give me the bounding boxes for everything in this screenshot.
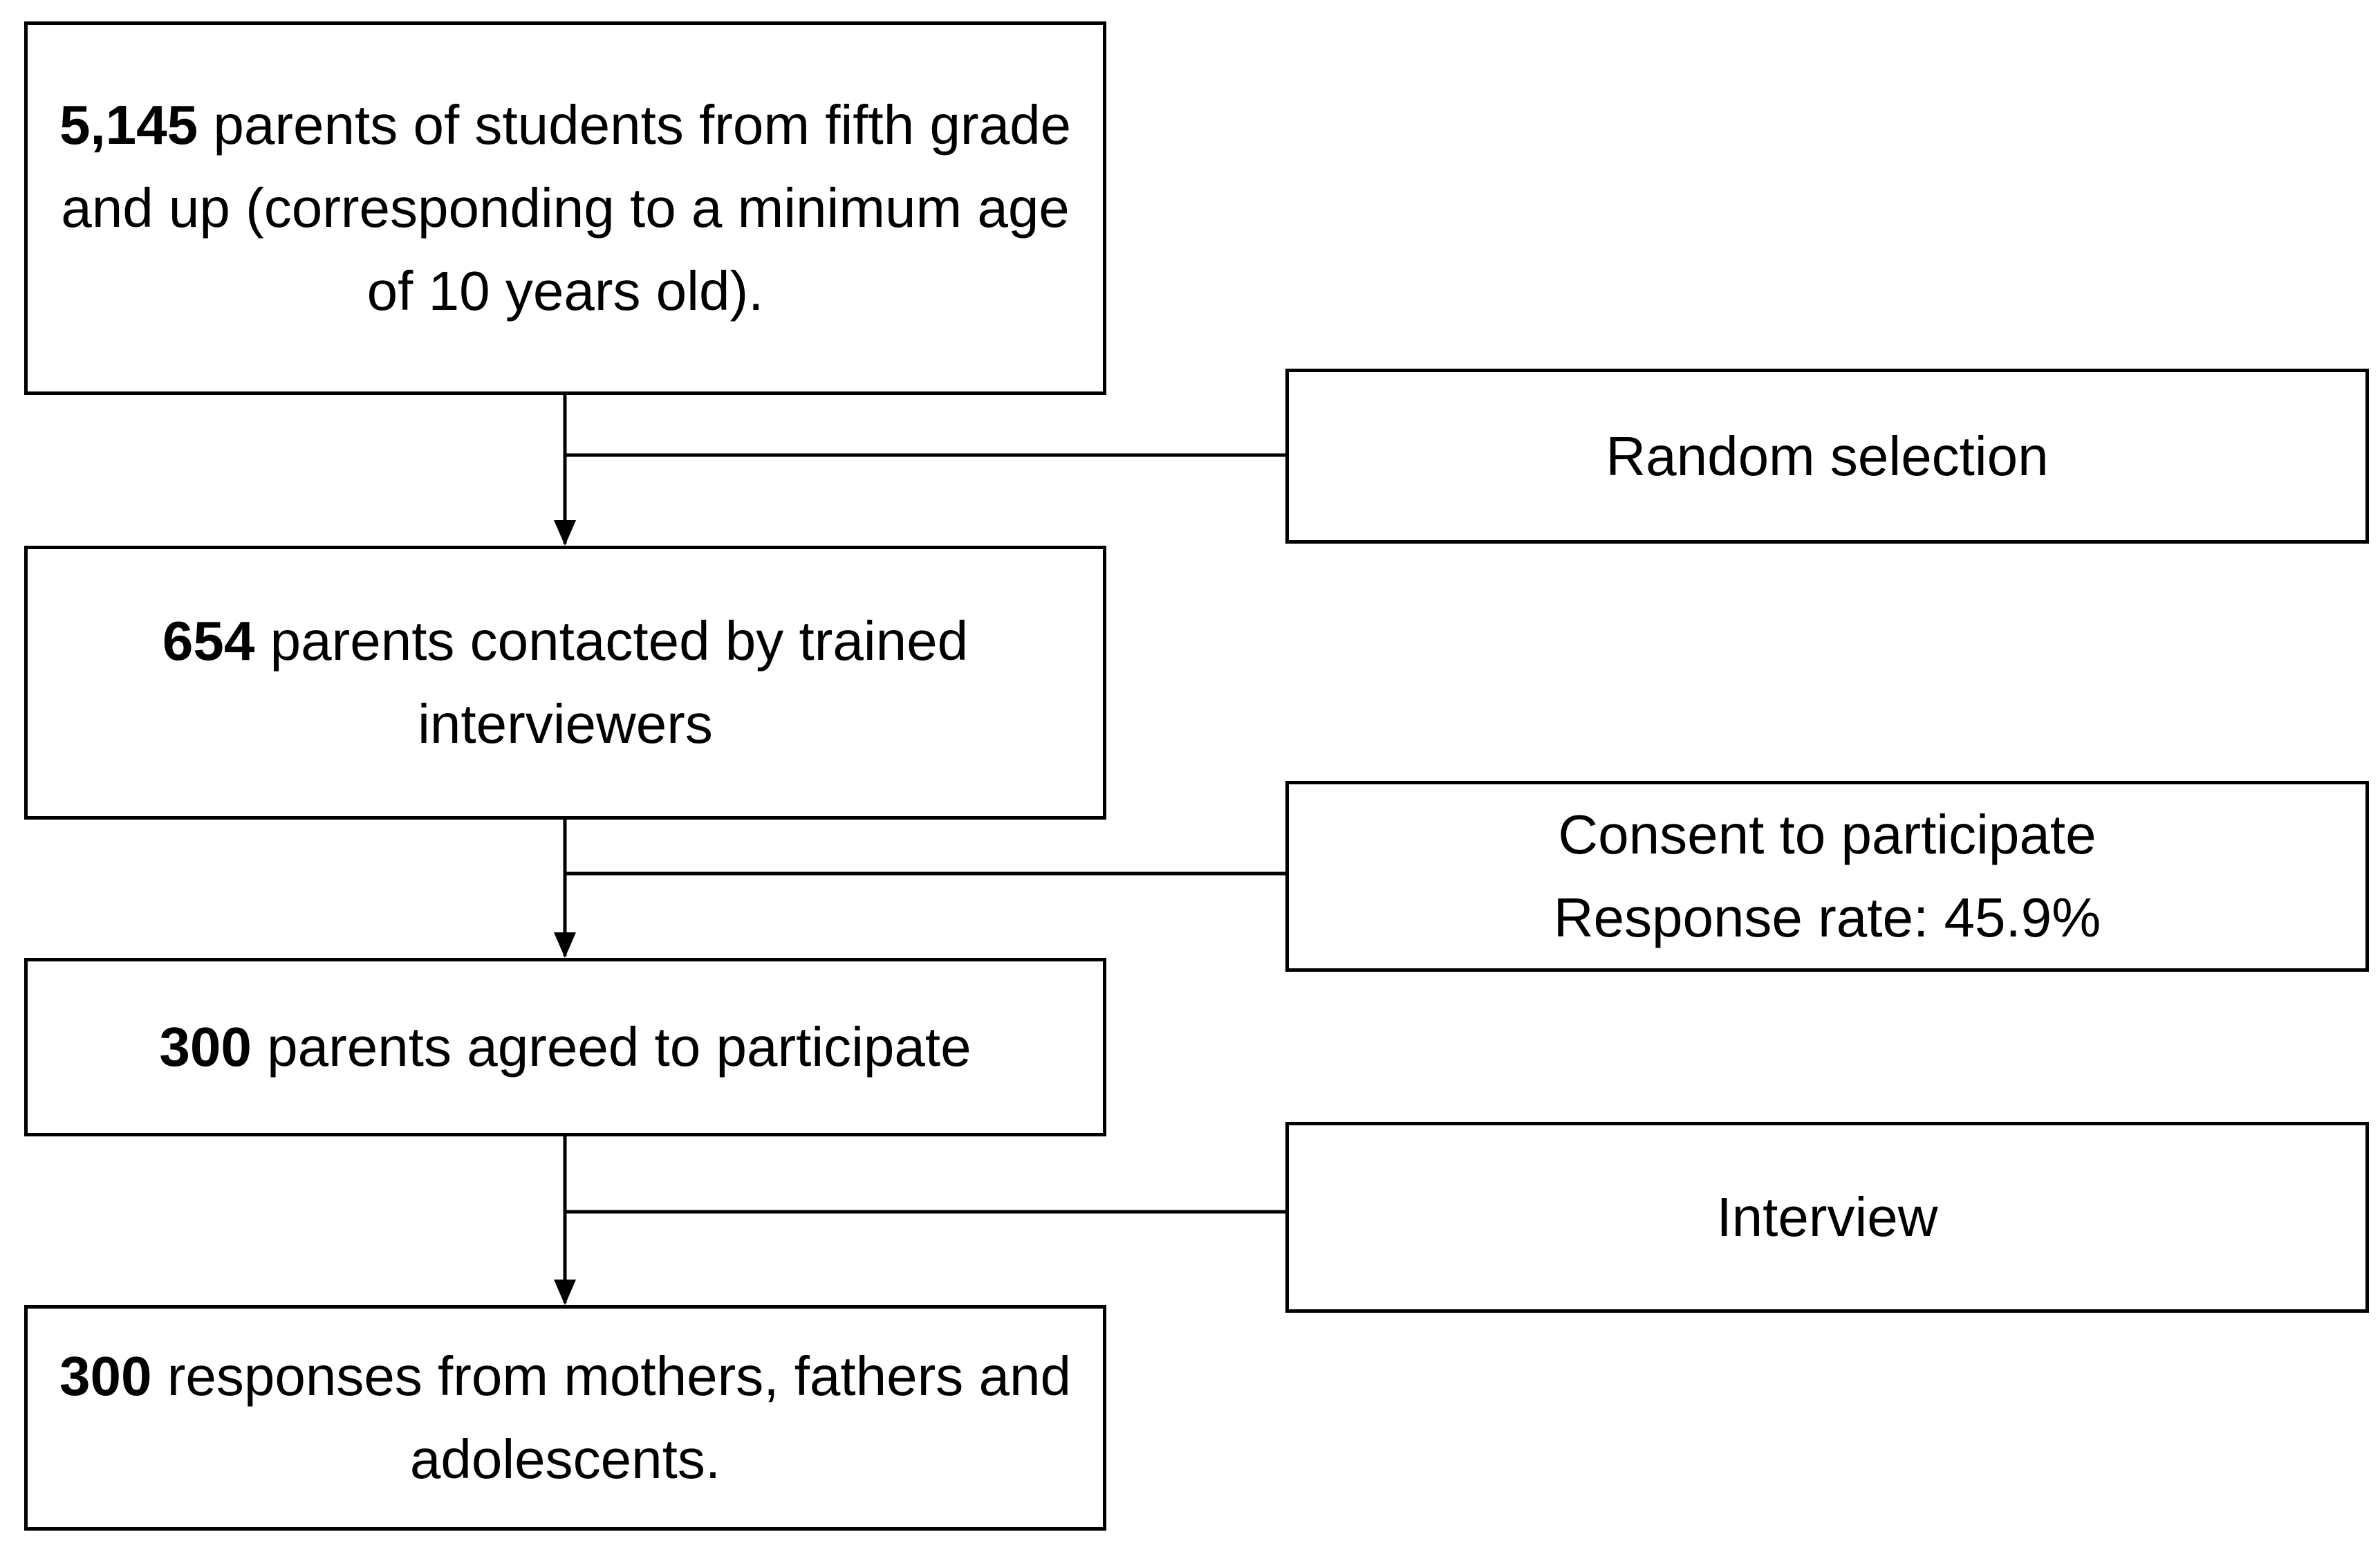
step-population-box: 5,145 parents of students from fifth gra… [24, 21, 1106, 395]
step-population-count: 5,145 [59, 94, 198, 156]
step-contacted-text: 654 parents contacted by trained intervi… [55, 600, 1075, 766]
side-consent-text: Consent to participate Response rate: 45… [1554, 793, 2101, 959]
side-interview-text: Interview [1716, 1176, 1937, 1259]
step-agreed-box: 300 parents agreed to participate [24, 958, 1106, 1136]
side-random-selection-box: Random selection [1285, 369, 2369, 544]
step-population-description: parents of students from fifth grade and… [61, 94, 1072, 322]
side-consent-box: Consent to participate Response rate: 45… [1285, 781, 2369, 972]
step-contacted-count: 654 [162, 610, 255, 672]
step-responses-count: 300 [59, 1345, 152, 1407]
step-responses-text: 300 responses from mothers, fathers and … [55, 1335, 1075, 1501]
step-responses-box: 300 responses from mothers, fathers and … [24, 1305, 1106, 1531]
step-agreed-description: parents agreed to participate [251, 1016, 971, 1078]
step-agreed-text: 300 parents agreed to participate [159, 1006, 971, 1089]
side-response-rate-label: Response rate: 45.9% [1553, 887, 2101, 948]
arrowhead-step4 [554, 1280, 576, 1305]
step-contacted-box: 654 parents contacted by trained intervi… [24, 546, 1106, 820]
side-consent-label: Consent to participate [1558, 804, 2097, 865]
step-population-text: 5,145 parents of students from fifth gra… [55, 84, 1075, 333]
step-agreed-count: 300 [159, 1016, 252, 1078]
arrowhead-step3 [554, 932, 576, 958]
step-responses-description: responses from mothers, fathers and adol… [151, 1345, 1071, 1490]
side-random-selection-text: Random selection [1606, 415, 2048, 498]
side-random-selection-label: Random selection [1606, 425, 2049, 487]
arrowhead-step2 [554, 520, 576, 546]
side-interview-box: Interview [1285, 1122, 2369, 1313]
side-interview-label: Interview [1716, 1186, 1938, 1248]
step-contacted-description: parents contacted by trained interviewer… [254, 610, 969, 755]
